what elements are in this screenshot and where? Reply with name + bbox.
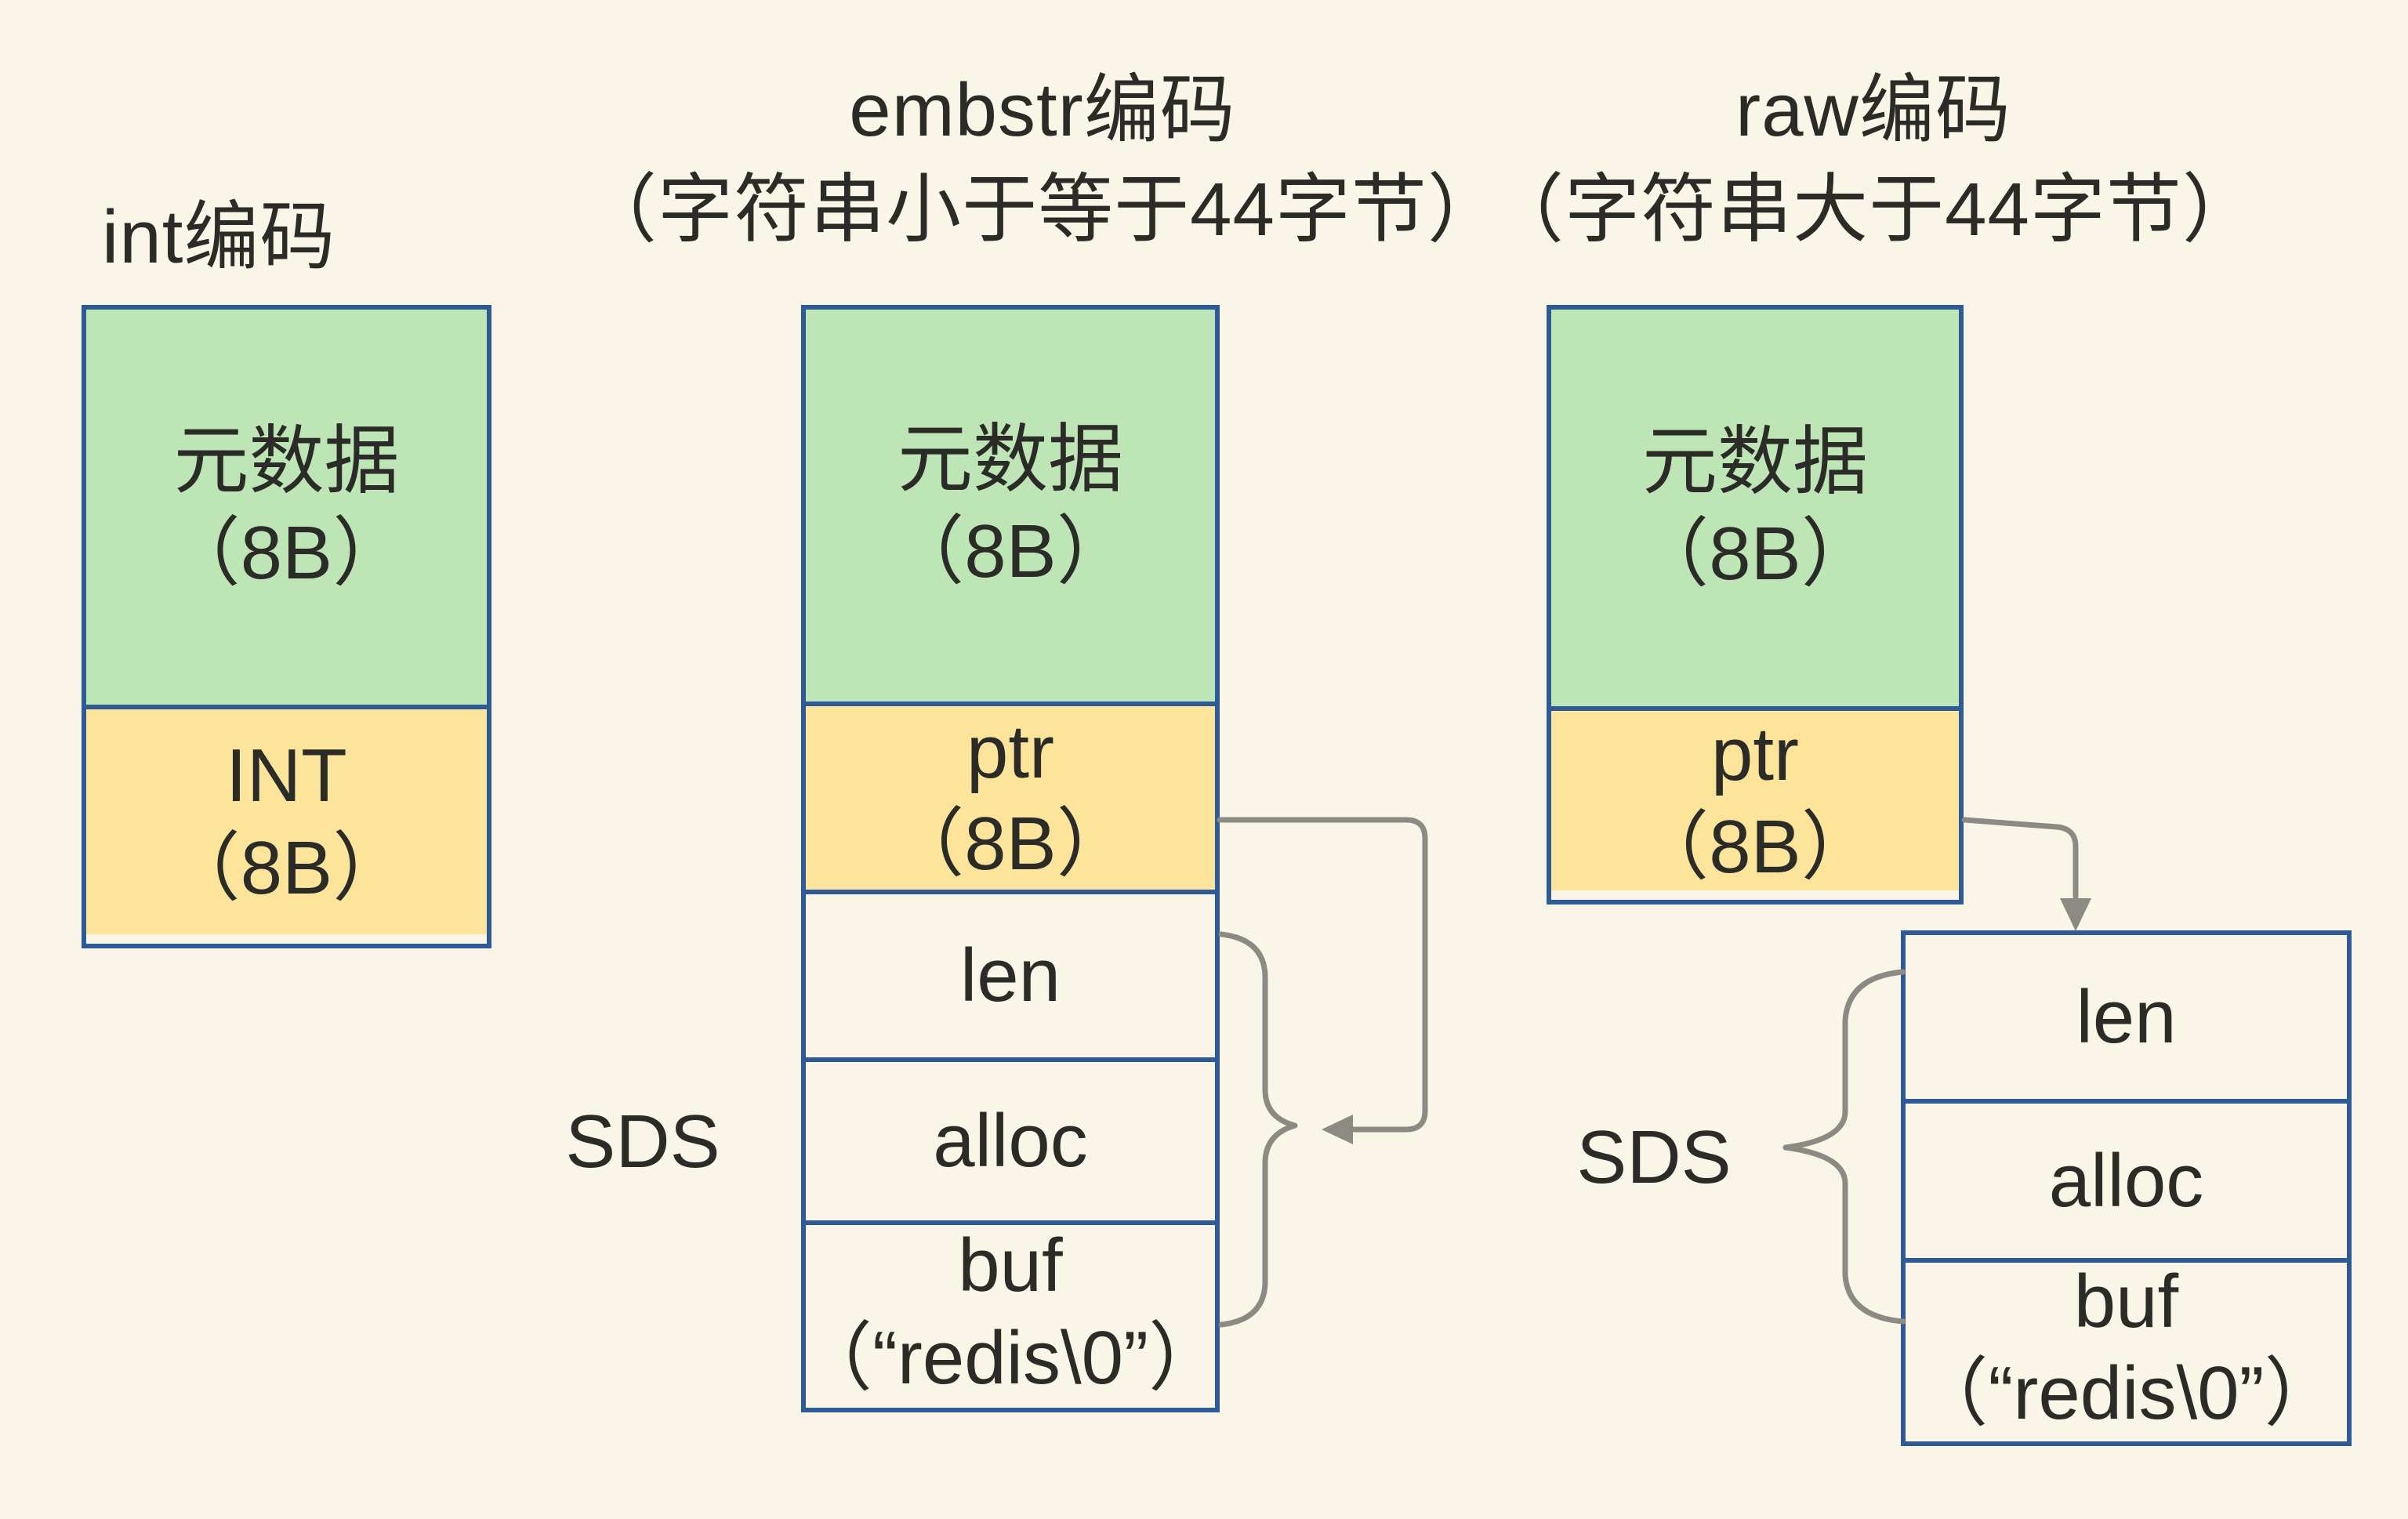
title-raw-line1: raw编码: [1735, 68, 2011, 152]
title-embstr-line2: （字符串小于等于44字节）: [582, 167, 1503, 252]
int-value-label: INT: [226, 734, 347, 818]
embstr-ptr-cell: ptr （8B）: [806, 701, 1215, 890]
title-raw-encoding: raw编码 （字符串大于44字节）: [1442, 61, 2305, 259]
raw-object-box: 元数据 （8B） ptr （8B）: [1547, 305, 1964, 905]
embstr-metadata-label: 元数据: [898, 417, 1123, 502]
raw-ptr-size: （8B）: [1634, 804, 1877, 889]
embstr-len-label: len: [959, 934, 1061, 1018]
raw-ptr-cell: ptr （8B）: [1551, 706, 1959, 890]
raw-buf-value: （“redis\0”）: [1913, 1351, 2340, 1432]
title-raw-line2: （字符串大于44字节）: [1489, 167, 2258, 252]
embstr-ptr-size: （8B）: [889, 802, 1132, 886]
int-value-size: （8B）: [165, 825, 408, 910]
raw-alloc-label: alloc: [2048, 1138, 2204, 1223]
raw-len-cell: len: [1906, 935, 2347, 1099]
embstr-object-box: 元数据 （8B） ptr （8B） len alloc buf （“redis\…: [801, 305, 1220, 1412]
embstr-ptr-arrowhead-icon: [1322, 1115, 1353, 1144]
int-metadata-cell: 元数据 （8B）: [86, 310, 487, 705]
raw-metadata-size: （8B）: [1634, 512, 1877, 596]
embstr-metadata-size: （8B）: [889, 509, 1132, 593]
embstr-alloc-cell: alloc: [806, 1057, 1215, 1220]
raw-buf-cell: buf （“redis\0”）: [1906, 1258, 2347, 1432]
raw-len-label: len: [2076, 974, 2177, 1059]
embstr-metadata-cell: 元数据 （8B）: [806, 310, 1215, 701]
raw-sds-brace: [1782, 969, 1906, 1325]
int-value-cell: INT （8B）: [86, 705, 487, 934]
raw-ptr-arrow-line: [1961, 817, 2079, 900]
int-metadata-label: 元数据: [173, 419, 400, 503]
embstr-ptr-arrow-line: [1217, 817, 1428, 1133]
title-int-encoding: int编码: [102, 195, 336, 279]
raw-sds-box: len alloc buf （“redis\0”）: [1901, 930, 2352, 1446]
raw-metadata-label: 元数据: [1642, 419, 1868, 504]
embstr-sds-bracket: [1218, 931, 1298, 1328]
int-object-box: 元数据 （8B） INT （8B）: [82, 305, 491, 948]
raw-metadata-cell: 元数据 （8B）: [1551, 310, 1959, 706]
embstr-alloc-label: alloc: [933, 1099, 1088, 1184]
title-embstr-encoding: embstr编码 （字符串小于等于44字节）: [502, 61, 1583, 259]
raw-ptr-label: ptr: [1710, 712, 1800, 797]
title-embstr-line1: embstr编码: [849, 68, 1236, 152]
embstr-ptr-label: ptr: [966, 709, 1055, 794]
embstr-len-cell: len: [806, 890, 1215, 1057]
embstr-buf-cell: buf （“redis\0”）: [806, 1220, 1215, 1398]
sds-label-embstr: SDS: [565, 1100, 720, 1184]
embstr-buf-label: buf: [958, 1224, 1063, 1308]
embstr-buf-value: （“redis\0”）: [806, 1315, 1215, 1399]
raw-alloc-cell: alloc: [1906, 1099, 2347, 1258]
sds-label-raw: SDS: [1576, 1115, 1732, 1199]
int-metadata-size: （8B）: [165, 511, 408, 595]
raw-ptr-arrowhead-icon: [2060, 898, 2091, 931]
raw-buf-label: buf: [2073, 1259, 2179, 1343]
